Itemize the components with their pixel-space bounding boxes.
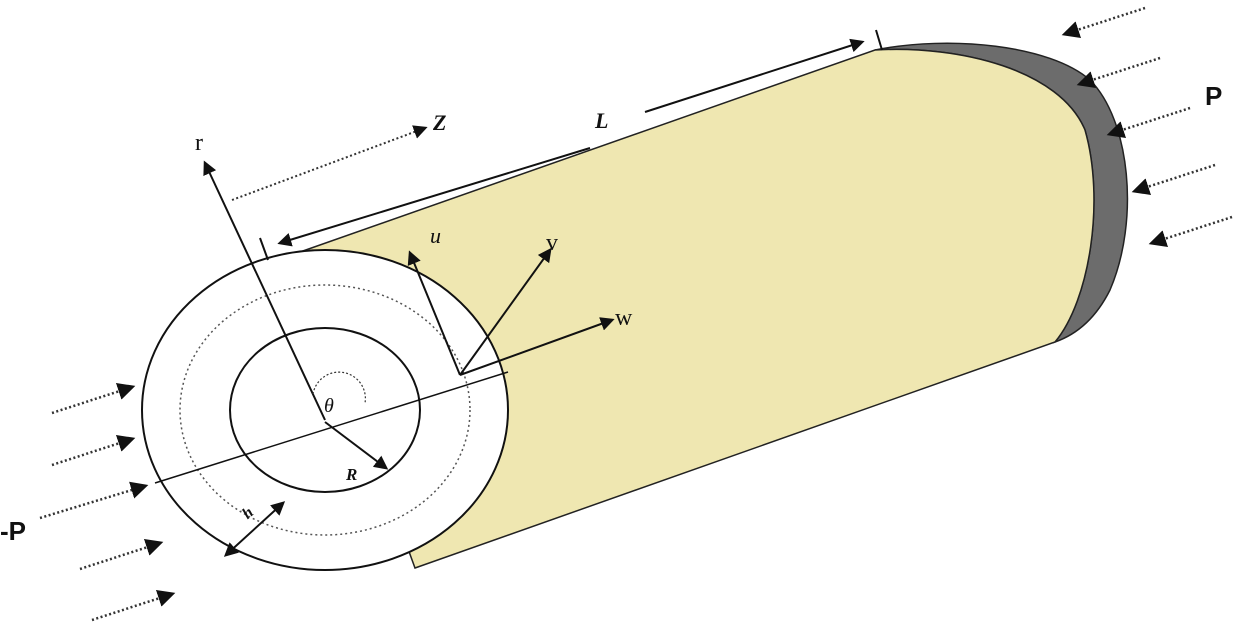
v-label: v: [546, 230, 558, 256]
w-label: w: [615, 305, 633, 331]
left-load-arrows: [39, 383, 176, 622]
mid-surface-circle: [179, 284, 471, 536]
r-axis-arrow: [203, 160, 326, 421]
radius-arrow: [324, 421, 389, 470]
radius-label: R: [345, 465, 357, 484]
w-arrow: [459, 317, 615, 376]
r-axis-label: r: [195, 130, 203, 156]
v-arrow: [459, 247, 552, 376]
u-arrow: [407, 250, 461, 376]
left-load-label: -P: [0, 516, 26, 546]
right-load-label: P: [1205, 81, 1222, 111]
length-tick-right: [875, 29, 883, 51]
theta-label: θ: [324, 395, 334, 417]
right-load-arrows: [1061, 6, 1233, 247]
thickness-arrow: [223, 501, 286, 557]
front-face-inner: [229, 327, 421, 493]
length-tick-left: [259, 237, 269, 261]
theta-arc: [312, 371, 366, 404]
length-dim-arrow-right: [644, 38, 865, 113]
z-axis-arrow: [231, 125, 428, 201]
u-label: u: [430, 223, 441, 248]
length-dim-arrow-left: [277, 147, 591, 247]
z-axis-label: Z: [432, 110, 446, 135]
length-label: L: [594, 108, 608, 133]
